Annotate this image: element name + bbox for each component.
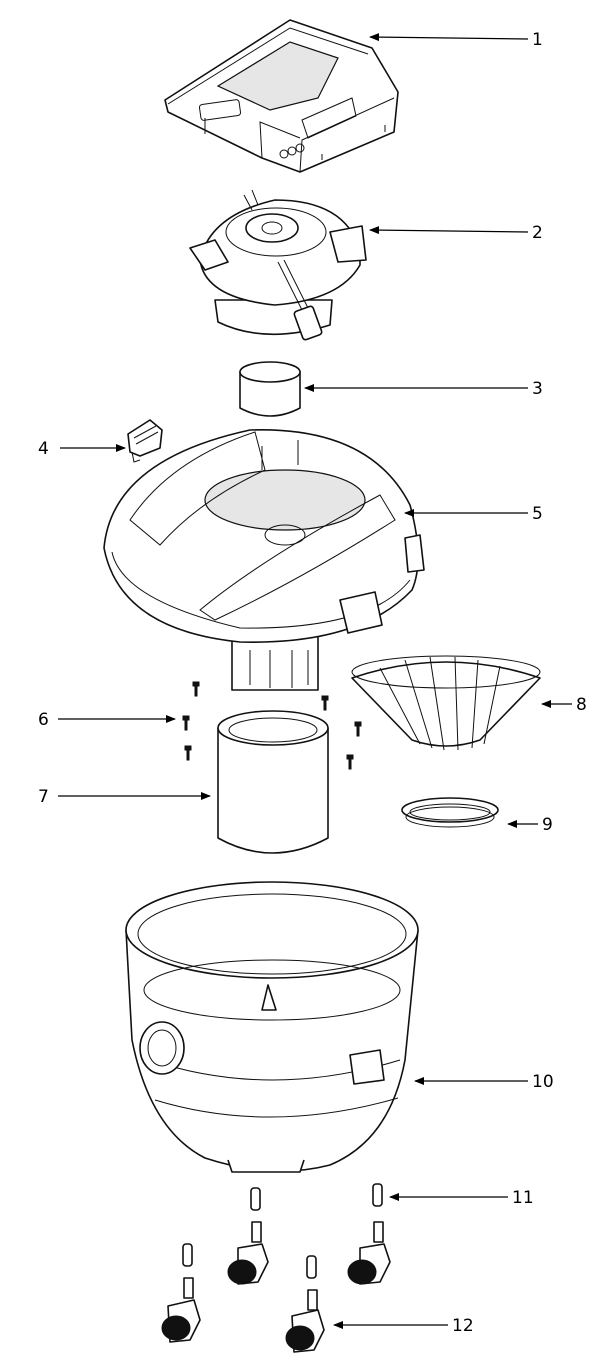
callout-7: 7 — [38, 787, 49, 807]
callout-5: 5 — [532, 504, 543, 524]
callout-12: 12 — [452, 1316, 474, 1336]
part-7-cartridge-filter — [217, 710, 329, 854]
leader-1 — [369, 33, 529, 42]
part-5-lid — [103, 429, 425, 691]
part-2-motor-assembly — [189, 189, 367, 341]
callout-4: 4 — [38, 439, 49, 459]
callout-numbers: 1 2 3 4 5 6 7 8 9 10 11 12 — [38, 30, 587, 1336]
callout-3: 3 — [532, 379, 543, 399]
callout-11: 11 — [512, 1188, 534, 1208]
part-12-casters — [161, 1221, 391, 1353]
leader-2 — [369, 226, 529, 235]
part-1-top-cover — [164, 19, 399, 173]
part-11-caster-sleeves — [182, 1183, 383, 1279]
callout-1: 1 — [532, 30, 543, 50]
callout-2: 2 — [532, 223, 543, 243]
part-4-latch-clip — [127, 419, 163, 463]
part-3-small-cylinder — [239, 361, 301, 417]
part-9-ring-gasket — [401, 797, 499, 828]
part-8-filter-cone — [351, 655, 541, 751]
callout-9: 9 — [542, 815, 553, 835]
leader-lines — [58, 33, 572, 1329]
callout-6: 6 — [38, 710, 49, 730]
callout-8: 8 — [576, 695, 587, 715]
callout-10: 10 — [532, 1072, 554, 1092]
part-10-tank — [125, 881, 419, 1173]
